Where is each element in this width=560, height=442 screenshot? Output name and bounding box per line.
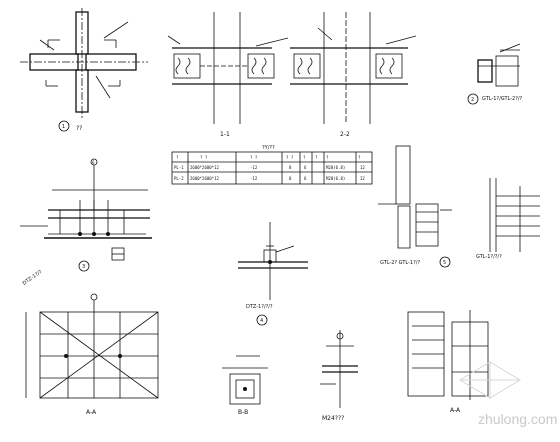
label-dtz-small: DTZ-1?/?/? [246,304,273,310]
label-dtz-elevation: DTZ-1?/? [22,269,44,287]
table-header-cell: ? [303,155,306,160]
label-section-1-1: 1-1 [220,131,230,138]
table-cell: 8 [289,165,292,170]
detail-aa-elevation [407,310,489,400]
label-plan-aa: A-A [86,409,97,416]
detail-section-1-1 [167,12,289,124]
watermark-text: zhulong.com [478,411,557,427]
circle-mark-4: 4 [260,318,263,324]
detail-gtl1-elevation [489,178,540,252]
watermark-logo [459,361,521,399]
table-header-cell: ? [176,155,179,160]
label-section-2-2: 2-2 [340,131,350,138]
label-detail-1: ?? [76,125,82,132]
table-cell: -12 [250,165,258,170]
table-header-cell: ? [358,155,361,160]
detail-dtz-elevation [20,158,152,272]
table-cell: -12 [250,176,258,181]
table-cell: M20(6.8) [326,176,345,181]
detail-gtl-section [467,43,521,105]
table-cell: 12 [360,165,365,170]
label-gtl2: GTL-2? GTL-1?/? [380,260,420,266]
table-cell: 2600*2600*12 [190,176,219,181]
detail-m24-bolt [320,330,358,408]
label-aa-elevation: A-A [450,407,461,414]
detail-section-2-2 [290,12,417,124]
detail-cross-joint [20,8,148,132]
table-cell: 8 [289,176,292,181]
table-row: PL-1 2600*2600*12 -12 8 6 M20(6.8) 12 [174,165,365,170]
table-cell: M20(6.8) [326,165,345,170]
label-m24: M24??? [322,415,344,422]
table-cell: 12 [360,176,365,181]
table-header-cell: ? ? [250,155,258,160]
label-gtl-section: GTL-1?/GTL-2?/? [482,96,523,102]
table-cell: 6 [304,176,307,181]
circle-mark-1: 1 [62,124,65,130]
bolt-table [171,151,373,185]
circle-mark-6: 6 [92,160,95,165]
label-gtl1: GTL-1?/?/? [476,254,502,260]
table-cell: PL-2 [174,176,184,181]
detail-plan-grid [25,293,159,399]
table-header-cell: ? ? [286,155,294,160]
table-header: ? ? ? ? ? ? ? ? ? ? ? [176,155,361,160]
table-cell: 2600*2600*12 [190,165,219,170]
circle-mark-5: 5 [443,260,446,266]
table-header-cell: ? [326,155,329,160]
table-header-cell: ? ? [200,155,208,160]
table-title: ?Y/?? [262,145,275,151]
table-header-cell: ? [315,155,318,160]
table-cell: PL-1 [174,165,184,170]
table-row: PL-2 2600*2600*12 -12 8 6 M20(6.8) 12 [174,176,365,181]
detail-section-b-b [222,355,268,405]
detail-dtz-small [238,222,308,326]
detail-gtl2-elevation [378,145,452,268]
label-section-bb: B-B [238,409,248,416]
circle-mark-3: 3 [82,264,85,270]
circle-mark-2: 2 [471,97,474,103]
table-cell: 6 [304,165,307,170]
